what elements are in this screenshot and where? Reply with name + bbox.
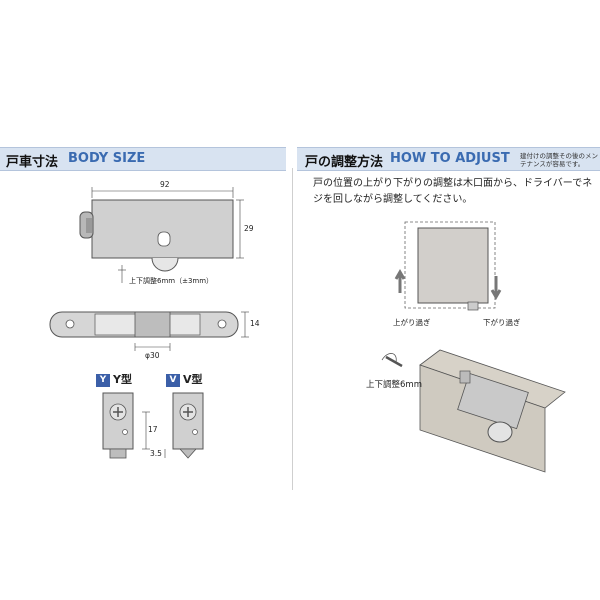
dim-17-label: 17: [148, 425, 158, 434]
adjust-range-label: 上下調整6mm（±3mm）: [129, 277, 214, 285]
dim-width-label: 92: [160, 180, 170, 189]
door-adjust-diagram: [394, 221, 502, 311]
label-adjust-6mm: 上下調整6mm: [366, 380, 422, 390]
adjust-description: 戸の位置の上がり下がりの調整は木口面から、ドライバーでネジを回しながら調整してく…: [313, 178, 593, 205]
section-divider: [292, 168, 293, 490]
dim-35-label: 3.5: [150, 449, 162, 458]
v-type-drawing: [172, 392, 204, 459]
y-type-drawing: [102, 392, 166, 459]
how-to-adjust-title-en: HOW TO ADJUST: [390, 151, 510, 166]
side-view-drawing: [79, 187, 244, 283]
body-size-title-en: BODY SIZE: [68, 151, 146, 166]
how-to-adjust-header: 戸の調整方法 HOW TO ADJUST: [297, 147, 600, 171]
v-type-icon: V: [166, 373, 180, 387]
body-size-title-jp: 戸車寸法: [6, 155, 59, 170]
how-to-adjust-title-jp: 戸の調整方法: [305, 155, 384, 170]
label-up: 上がり過ぎ: [393, 318, 431, 327]
installed-part-diagram: [381, 349, 566, 473]
maintenance-note: 建付けの調整その後のメンテナンスが容易です。: [520, 152, 598, 168]
label-down: 下がり過ぎ: [483, 318, 521, 327]
dim-wheel-label: φ30: [145, 351, 160, 360]
dim-height-label: 29: [244, 224, 254, 233]
dim-depth-label: 14: [250, 319, 260, 328]
y-type-text: Y型: [113, 373, 132, 386]
body-size-header: 戸車寸法 BODY SIZE: [0, 147, 286, 171]
v-type-text: V型: [183, 373, 203, 386]
top-view-drawing: [49, 311, 249, 351]
y-type-icon: Y: [96, 373, 110, 387]
